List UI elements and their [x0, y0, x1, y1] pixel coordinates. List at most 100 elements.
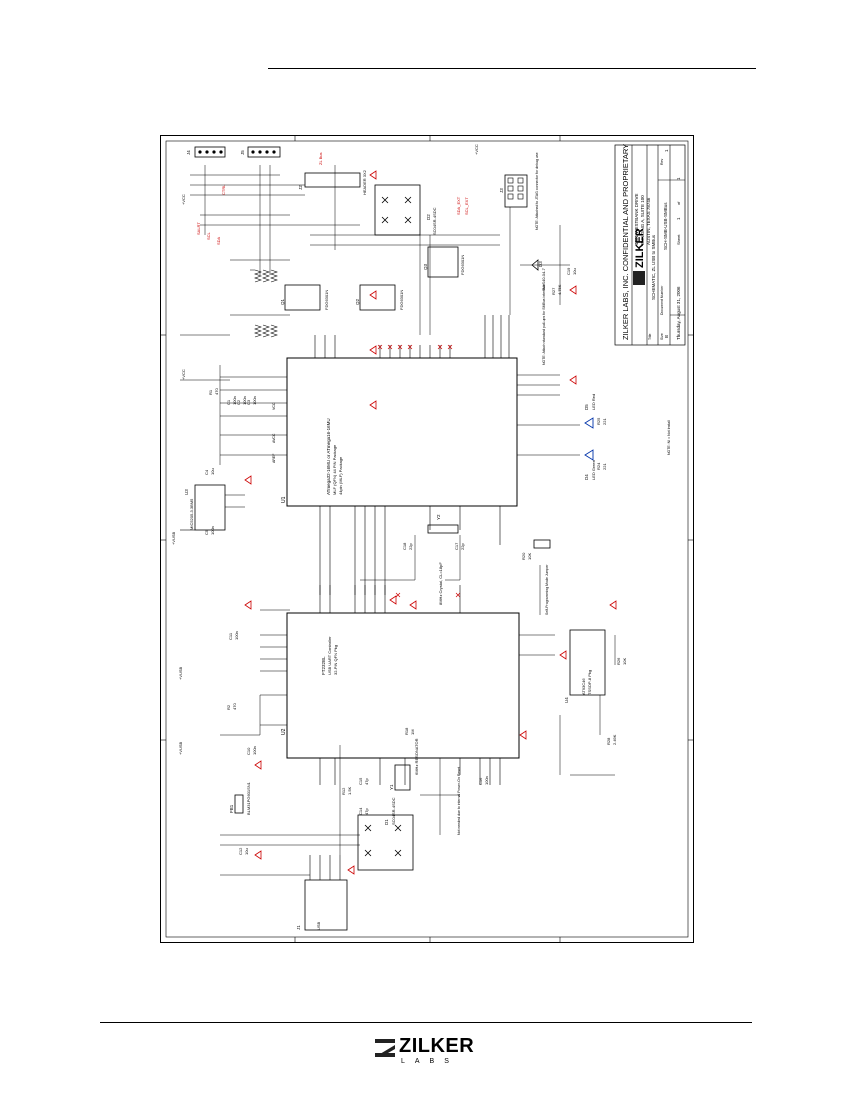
svg-text:ZL Bus: ZL Bus	[318, 152, 323, 165]
j4-header: J4	[186, 146, 226, 158]
pullup-resistors	[230, 259, 290, 338]
svg-text:10u: 10u	[244, 848, 249, 855]
svg-text:R2: R2	[226, 704, 231, 710]
schematic-drawing: ZILKER LABS, INC. CONFIDENTIAL AND PROPR…	[160, 135, 694, 943]
svg-text:J5: J5	[240, 150, 245, 155]
svg-text:J1: J1	[296, 925, 301, 930]
svg-text:+VUSB: +VUSB	[178, 741, 183, 755]
svg-text:100n: 100n	[234, 631, 239, 640]
svg-text:6MHz RESONATOR: 6MHz RESONATOR	[414, 738, 419, 775]
svg-text:100n: 100n	[210, 526, 215, 535]
svg-text:+VUSB: +VUSB	[178, 666, 183, 680]
svg-text:1M: 1M	[410, 729, 415, 735]
footer-sub: LABS	[401, 1058, 459, 1065]
svg-text:SC04SR-4SDC: SC04SR-4SDC	[432, 207, 437, 235]
svg-text:NOTE: Attached to JTAG connect: NOTE: Attached to JTAG connector for deb…	[535, 152, 539, 230]
svg-text:Y2: Y2	[436, 514, 441, 520]
svg-text:VCC: VCC	[272, 402, 276, 410]
svg-text:R1: R1	[208, 389, 213, 395]
svg-text:C1: C1	[226, 399, 231, 405]
svg-text:J3: J3	[499, 188, 504, 193]
u2-usb-uart: FT232BL USB UART Controller 32-PIN QFN P…	[260, 585, 555, 785]
svg-text:100n: 100n	[484, 776, 489, 785]
svg-text:FB1: FB1	[229, 804, 234, 813]
svg-text:10K: 10K	[622, 658, 627, 665]
title-logo: ZILKER	[634, 228, 646, 268]
svg-text:Y1: Y1	[389, 784, 394, 790]
u1-note2: 44pin (MLF) Package	[338, 456, 343, 495]
size-value: B	[664, 335, 669, 338]
svg-text:C4: C4	[204, 469, 209, 475]
footer-rule	[100, 1022, 752, 1023]
y1-resonator: 6MHz RESONATOR Y1	[389, 738, 419, 791]
date-value: Thursday, August 31, 2006	[676, 286, 681, 340]
svg-text:100n: 100n	[242, 396, 247, 405]
ground-symbols	[244, 170, 617, 875]
u1-refdes: U1	[281, 496, 287, 503]
svg-text:100n: 100n	[252, 396, 257, 405]
svg-text:R26: R26	[616, 657, 621, 665]
title-address-3: AUSTIN, TEXAS 78746	[646, 197, 651, 245]
svg-text:AVCC: AVCC	[272, 433, 276, 443]
d2-tvs-array: D2 SC04SR-4SDC	[374, 184, 437, 236]
q1-mosfet: Q1 FDG6301N	[280, 284, 329, 311]
u1-part: ATmega32-16MU or ATmega16-16MU	[326, 418, 331, 495]
svg-text:D3: D3	[538, 261, 543, 267]
svg-text:SCL: SCL	[206, 231, 211, 240]
svg-text:+VUSB: +VUSB	[171, 531, 176, 545]
rev-label: Rev	[660, 159, 664, 165]
svg-text:C12: C12	[238, 847, 243, 855]
svg-text:C5: C5	[204, 529, 209, 535]
svg-text:1.5K: 1.5K	[347, 786, 352, 795]
rev-value: 1	[664, 149, 669, 152]
of-value: 1	[676, 177, 681, 180]
svg-text:U4: U4	[564, 697, 569, 703]
svg-text:C3: C3	[246, 399, 251, 405]
led-d5-red: D5 LED Red	[584, 394, 596, 429]
svg-text:LED Red: LED Red	[591, 394, 596, 410]
svg-text:C2: C2	[236, 399, 241, 405]
svg-text:2.49K: 2.49K	[612, 734, 617, 745]
svg-text:FDG6301N: FDG6301N	[399, 290, 404, 310]
svg-text:D2: D2	[426, 214, 431, 220]
svg-text:10K: 10K	[527, 553, 532, 560]
svg-text:470: 470	[214, 388, 219, 395]
svg-text:USB: USB	[316, 921, 321, 930]
passive-labels: R1 470 C1 100n C2 100n C3 100n C4 10u C5…	[204, 267, 627, 855]
svg-text:C16: C16	[478, 777, 483, 785]
svg-text:AT93C46: AT93C46	[581, 678, 586, 695]
svg-text:Q3: Q3	[423, 263, 428, 270]
u1-note1: MLF (QFN) 44 PIN Package	[332, 444, 337, 495]
q2-mosfet: Q2 FDG6301N	[355, 284, 404, 311]
q3-mosfet: Q3 FDG6301N	[423, 246, 465, 278]
svg-text:J2: J2	[298, 185, 303, 190]
svg-text:8MHz Crystal, CL=18pF: 8MHz Crystal, CL=18pF	[438, 562, 443, 605]
svg-text:R24: R24	[596, 462, 601, 470]
svg-text:AREF: AREF	[272, 454, 276, 463]
schematic-inner-border	[165, 140, 689, 938]
svg-text:SDA_EXT: SDA_EXT	[456, 196, 461, 215]
fb1-ferrite: FB1 BLM31PG601SN1	[229, 781, 251, 815]
u3-regulator: MIC5205-3.3BM5 U3	[180, 484, 245, 531]
svg-text:D5: D5	[584, 404, 589, 410]
schematic-notes: NOTE: NI = Not Install Not needed due to…	[457, 284, 671, 835]
svg-text:+VCC: +VCC	[181, 369, 186, 380]
svg-text:HEADER 3X2: HEADER 3X2	[362, 169, 367, 195]
svg-text:221: 221	[602, 463, 607, 470]
svg-text:C18: C18	[402, 542, 407, 550]
svg-text:R27: R27	[551, 287, 556, 295]
svg-text:+VCC: +VCC	[474, 144, 479, 155]
d1-tvs-array: SC04SR-4SDC D1	[357, 797, 414, 871]
size-label: Size	[660, 333, 664, 340]
svg-text:NOTE: Attach standard pull-ups: NOTE: Attach standard pull-ups for SMBus…	[542, 284, 546, 365]
svg-text:C15: C15	[358, 777, 363, 785]
svg-text:FT232BL: FT232BL	[321, 656, 326, 675]
svg-text:+VCC: +VCC	[181, 194, 186, 205]
net-labels: +VCC +VCC +VUSB +VUSB +VUSB +VCC SDA SCL…	[171, 144, 479, 755]
svg-text:221: 221	[602, 418, 607, 425]
svg-text:FDG6301N: FDG6301N	[324, 290, 329, 310]
svg-text:BAS40-04-7: BAS40-04-7	[541, 267, 546, 290]
header-rule	[268, 68, 756, 69]
u3-refdes: U3	[184, 489, 189, 495]
svg-text:BLM31PG601SN1: BLM31PG601SN1	[246, 781, 251, 815]
